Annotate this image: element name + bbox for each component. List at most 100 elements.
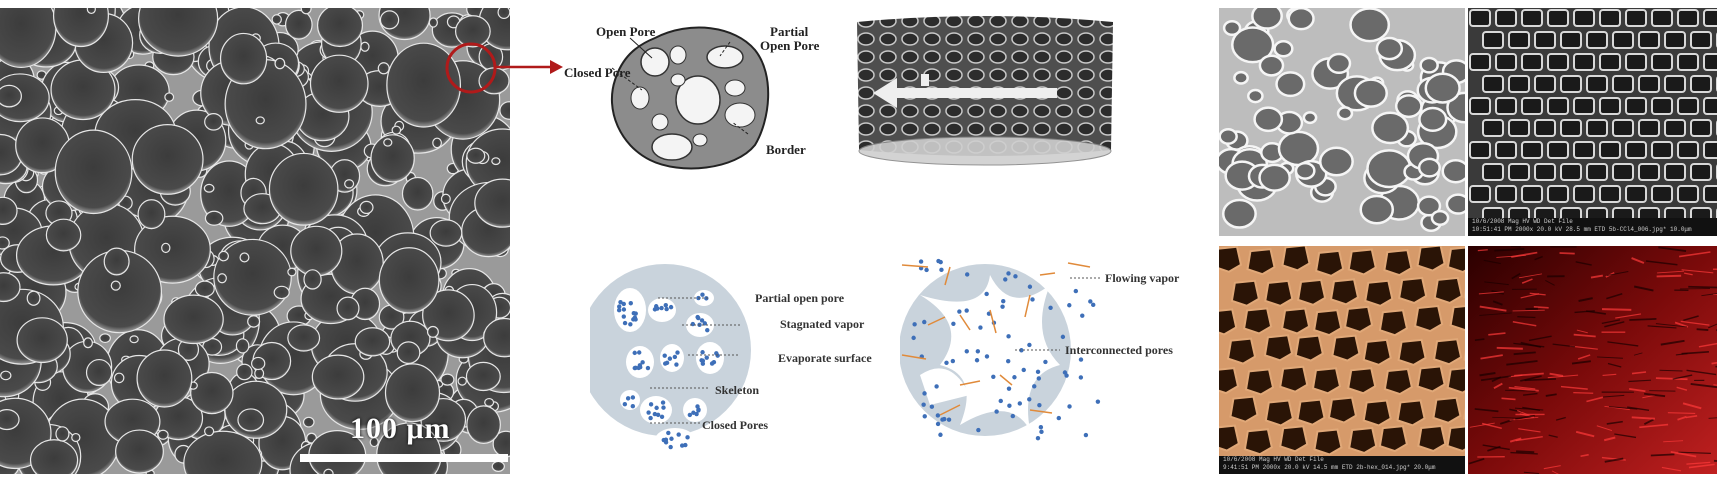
fiber <box>1601 308 1632 311</box>
vapor-dot <box>632 350 637 356</box>
fiber <box>1590 274 1604 279</box>
fiber <box>1655 323 1688 328</box>
fiber <box>1518 428 1541 433</box>
pore <box>386 42 462 128</box>
vapor-dot <box>938 432 943 437</box>
vapor-dot <box>911 335 916 341</box>
fiber <box>1571 360 1591 365</box>
porous-texture <box>0 8 510 474</box>
fiber <box>1631 371 1647 375</box>
cell <box>1573 53 1595 71</box>
fiber <box>1560 385 1588 390</box>
fiber <box>1596 425 1613 432</box>
pore <box>484 397 495 407</box>
flow-cylinder-schematic <box>855 12 1115 170</box>
sem-tile-2-info: 10/6/2008 Mag HV WD Det File 10:51:41 PM… <box>1468 218 1717 236</box>
fiber <box>1708 417 1717 419</box>
fiber <box>1512 309 1545 312</box>
vapor-dot <box>640 360 645 365</box>
cell-hole <box>1418 106 1448 132</box>
vapor-dot <box>950 358 956 364</box>
fiber <box>1607 362 1622 368</box>
sem-tile-1-texture <box>1219 8 1465 236</box>
vapor-dot <box>984 291 989 297</box>
pore <box>157 429 169 440</box>
fiber <box>1479 312 1512 316</box>
cell <box>1417 424 1447 453</box>
cell <box>1664 163 1686 181</box>
open-pore-disc <box>900 258 1101 441</box>
vapor-dot <box>1027 397 1032 402</box>
pore <box>115 429 164 474</box>
fiber <box>1552 343 1576 348</box>
vapor-dot <box>940 417 945 422</box>
fiber <box>1683 315 1699 322</box>
cell <box>1703 97 1717 115</box>
fiber <box>1643 418 1654 426</box>
cell-hole <box>1221 198 1257 229</box>
fiber <box>1514 407 1544 411</box>
vapor-dot <box>705 327 710 333</box>
fiber <box>1576 329 1588 334</box>
cell <box>1625 53 1647 71</box>
vapor-dot <box>991 374 996 379</box>
closed-pore <box>614 288 646 332</box>
fiber <box>1517 410 1530 416</box>
cell <box>1311 367 1342 395</box>
fiber <box>1606 293 1623 300</box>
vapor-dot <box>700 350 705 355</box>
vapor-dot <box>663 303 668 308</box>
vapor-dot <box>616 308 622 313</box>
cell <box>1495 141 1517 159</box>
cell-hole <box>1275 71 1306 98</box>
cell <box>1521 53 1543 71</box>
cell <box>1449 305 1465 332</box>
cell <box>1495 53 1517 71</box>
vapor-dot <box>622 401 628 407</box>
vapor-dot <box>646 410 651 415</box>
cell <box>1508 119 1530 137</box>
cell <box>1664 75 1686 93</box>
vapor-dot <box>675 350 680 355</box>
pore <box>336 296 360 321</box>
pore <box>247 315 261 328</box>
vapor-dot <box>1064 373 1069 378</box>
fiber <box>1469 422 1495 428</box>
label-interconnected-pores: Interconnected pores <box>1065 343 1173 357</box>
cell-hole <box>1371 111 1410 145</box>
cell <box>1482 163 1504 181</box>
cell <box>1348 426 1378 455</box>
fiber <box>1494 248 1525 252</box>
cell <box>1508 31 1530 49</box>
vapor-dot <box>1060 334 1066 340</box>
fiber <box>1517 316 1536 319</box>
cell <box>1383 249 1413 277</box>
vapor-dot <box>661 405 666 410</box>
cell-hole <box>1336 106 1354 121</box>
fiber <box>1604 457 1624 463</box>
pore <box>236 363 253 381</box>
fiber <box>1515 435 1543 442</box>
pore <box>217 273 227 284</box>
cell <box>1398 276 1428 305</box>
vapor-dot <box>936 258 941 264</box>
fiber <box>1628 379 1652 383</box>
vapor-dot <box>655 412 661 418</box>
cell <box>1362 399 1392 427</box>
fiber <box>1505 389 1536 392</box>
cell-hole <box>1394 94 1423 119</box>
fiber <box>1548 434 1558 438</box>
fiber <box>1492 300 1503 306</box>
vapor-dot <box>1030 297 1035 302</box>
cell <box>1703 185 1717 203</box>
fiber <box>1701 293 1717 297</box>
vapor-dot <box>1067 303 1072 308</box>
cell-hole <box>1419 56 1439 74</box>
fiber <box>1606 270 1629 277</box>
sem-tile-4-texture <box>1468 246 1717 474</box>
cell <box>1612 163 1634 181</box>
vapor-dot <box>1067 404 1072 409</box>
pore <box>0 370 12 381</box>
closed-pore-vapor-schematic: Partial open pore Stagnated vapor Evapor… <box>590 255 890 455</box>
cell <box>1469 53 1491 71</box>
